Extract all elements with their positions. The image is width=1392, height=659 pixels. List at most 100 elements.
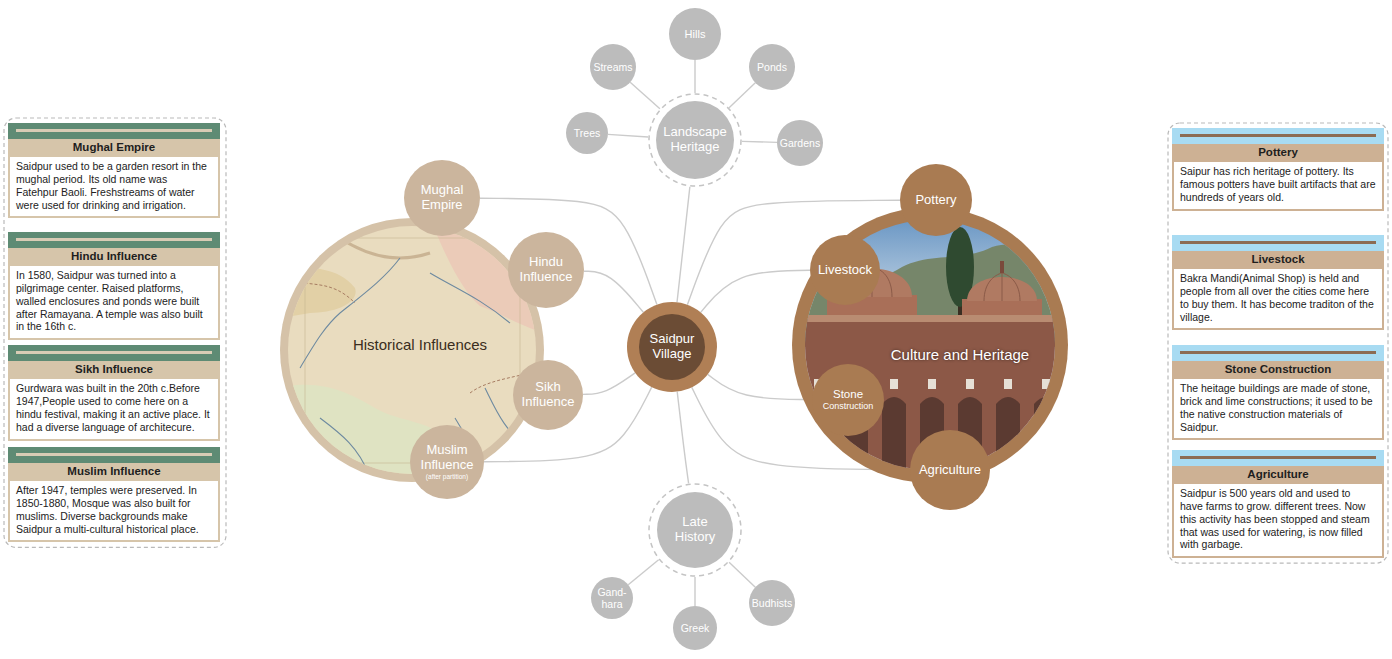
circle-label: Ponds	[757, 61, 787, 73]
circle-label: Livestock	[818, 263, 872, 278]
circle-text-box: Agriculture	[916, 430, 985, 510]
connector	[694, 577, 695, 606]
circle-fill	[513, 360, 583, 430]
connector	[687, 200, 900, 305]
photo-lantern	[1042, 379, 1050, 389]
circle-text-box: Budhists	[752, 580, 792, 626]
card-band	[8, 123, 220, 139]
card-band-line	[16, 453, 212, 456]
info-card: LivestockBakra Mandi(Animal Shop) is hel…	[1172, 235, 1384, 330]
map-ground	[280, 218, 544, 482]
dashed-ring	[649, 484, 741, 576]
circle-label: Hindu Influence	[514, 255, 579, 285]
circle-fill	[508, 232, 584, 308]
circle-label: Saidpur Village	[644, 332, 701, 362]
card-heading: Sikh Influence	[8, 361, 220, 379]
connector	[701, 270, 810, 312]
circle-fill	[669, 8, 721, 60]
circle-fill	[749, 44, 795, 90]
landscape-circle: Gardens	[777, 120, 823, 166]
landscape-circle: Budhists	[749, 580, 795, 626]
circle-fill	[812, 364, 884, 436]
dashed-ring	[649, 94, 741, 186]
photo-finial	[1000, 261, 1004, 273]
circle-fill	[656, 101, 734, 179]
map-circle: Historical Influences	[280, 218, 544, 482]
card-band-line	[1180, 351, 1376, 354]
circle-label: Budhists	[752, 597, 792, 609]
circle-text-box: Hindu Influence	[514, 232, 579, 308]
photo-arch	[882, 397, 906, 469]
info-card: AgricultureSaidpur is 500 years old and …	[1172, 450, 1384, 558]
circle-label: Culture and Heritage	[891, 346, 1029, 363]
connector	[583, 373, 635, 395]
topic-circle: Pottery	[900, 164, 972, 236]
circle-fill	[566, 112, 608, 154]
circle-text-box: Livestock	[815, 235, 875, 305]
card-band	[8, 232, 220, 248]
card-band-line	[1180, 456, 1376, 459]
connector	[742, 141, 777, 142]
circle-fill	[749, 580, 795, 626]
circle-fill	[410, 425, 484, 499]
card-heading: Pottery	[1172, 144, 1384, 162]
map-ring	[280, 218, 544, 482]
circle-label: Streams	[593, 61, 632, 73]
circle-text-box: Landscape Heritage	[662, 93, 729, 187]
info-card: Mughal EmpireSaidpur used to be a garden…	[8, 123, 220, 218]
card-band-line	[16, 129, 212, 132]
circle-fill	[777, 120, 823, 166]
card-heading: Hindu Influence	[8, 248, 220, 266]
circle-label: Gardens	[780, 137, 820, 149]
photo-lantern	[966, 379, 974, 389]
landscape-circle: Trees	[566, 112, 608, 154]
circle-text-box: Muslim Influence(after partition)	[415, 425, 479, 499]
card-band-line	[1180, 241, 1376, 244]
circle-label: Trees	[574, 127, 600, 139]
info-card: Muslim InfluenceAfter 1947, temples were…	[8, 447, 220, 542]
connector	[584, 271, 643, 312]
card-body: Saipur has rich heritage of pottery. Its…	[1172, 162, 1384, 210]
circle-text-box: Pottery	[905, 164, 967, 236]
connector	[694, 60, 695, 93]
circle-text-box: Hills	[673, 8, 718, 60]
info-card: Sikh InfluenceGurdwara was built in the …	[8, 345, 220, 440]
circle-fill	[591, 577, 633, 619]
circle-label: Greek	[681, 622, 710, 634]
card-body: The heitage buildings are made of stone,…	[1172, 379, 1384, 440]
landscape-circle: Hills	[669, 8, 721, 60]
photo-dome-ribs	[984, 273, 1020, 301]
info-card: Stone ConstructionThe heitage buildings …	[1172, 345, 1384, 440]
connector	[677, 187, 690, 303]
card-band	[8, 447, 220, 463]
circle-fill	[404, 160, 480, 236]
landscape-circle: Streams	[590, 44, 636, 90]
photo-lantern	[1004, 379, 1012, 389]
topic-circle: Livestock	[810, 235, 880, 305]
info-card: PotterySaipur has rich heritage of potte…	[1172, 128, 1384, 211]
info-card: Hindu InfluenceIn 1580, Saidpur was turn…	[8, 232, 220, 340]
circle-label: Construction	[823, 401, 874, 411]
circle-fill	[590, 44, 636, 90]
photo-cornice	[792, 315, 1068, 322]
card-band	[1172, 345, 1384, 361]
circle-text-box: Streams	[593, 44, 633, 90]
historical-map	[280, 218, 544, 482]
card-band	[8, 345, 220, 361]
topic-circle: Muslim Influence(after partition)	[410, 425, 484, 499]
topic-circle: Mughal Empire	[404, 160, 480, 236]
map-grid	[305, 218, 306, 482]
hub-circle: Landscape Heritage	[648, 93, 742, 187]
photo-lantern	[928, 379, 936, 389]
circle-fill	[673, 606, 717, 650]
circle-text-box: Late History	[663, 483, 728, 577]
circle-fill	[900, 164, 972, 236]
circle-label: Landscape Heritage	[662, 125, 729, 155]
card-band	[1172, 450, 1384, 466]
hub-circle: Late History	[648, 483, 742, 577]
connector	[729, 83, 755, 108]
circle-label: Stone	[833, 388, 863, 401]
outer-ring	[627, 302, 717, 392]
circle-label: Gand-hara	[594, 586, 630, 610]
card-heading: Livestock	[1172, 251, 1384, 269]
